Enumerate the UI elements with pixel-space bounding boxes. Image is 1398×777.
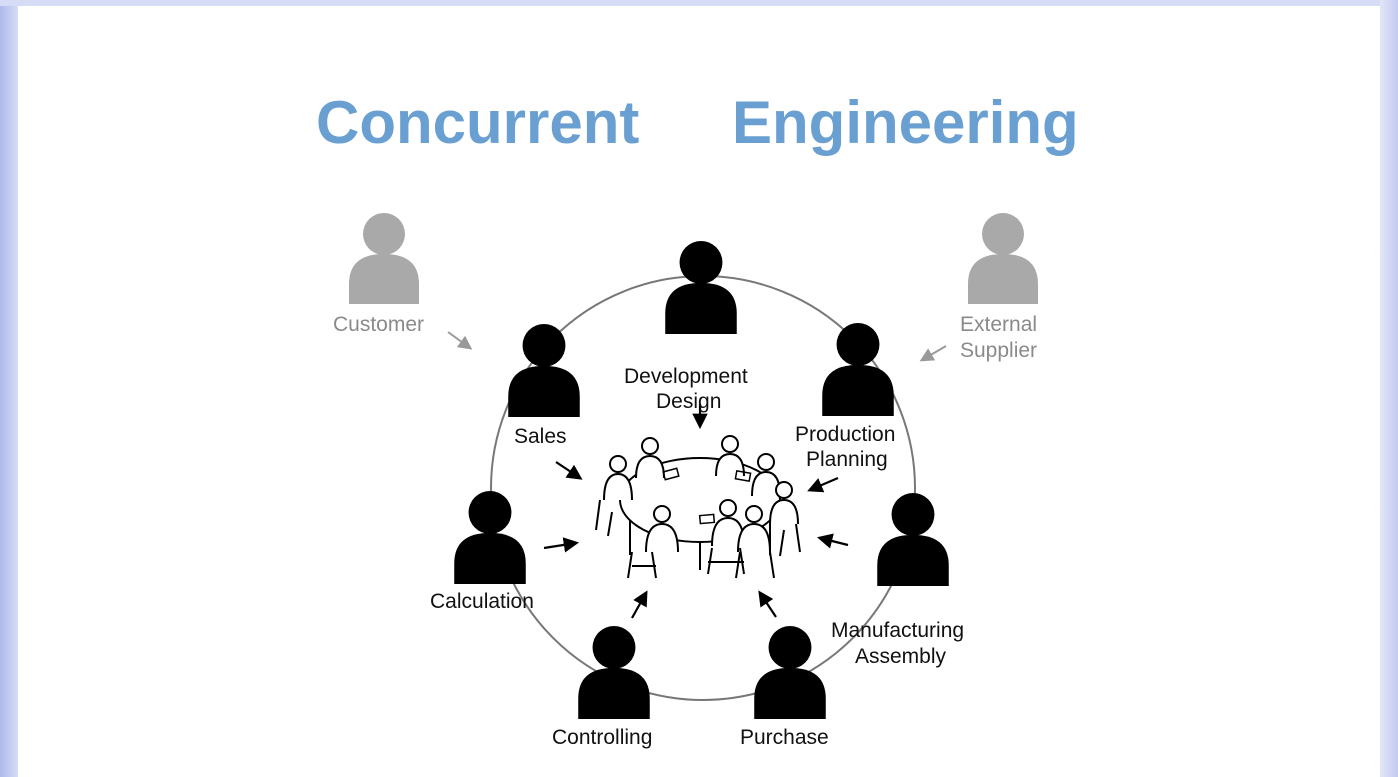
- meeting-table-illustration: [595, 435, 801, 579]
- planning-label: Planning: [806, 448, 888, 471]
- external-arrow-icon: [447, 331, 947, 362]
- purchase-person-icon: [754, 626, 826, 719]
- sales-person-icon: [508, 324, 580, 417]
- development-label: Development: [624, 365, 748, 388]
- calculation-label: Calculation: [430, 590, 534, 613]
- manufacturing-person-icon: [877, 493, 949, 586]
- production-person-icon: [822, 323, 894, 416]
- slide: [18, 6, 1380, 777]
- controlling-person-icon: [578, 626, 650, 719]
- sales-label: Sales: [514, 425, 567, 448]
- calculation-person-icon: [454, 491, 526, 584]
- slide-right-border: [1380, 0, 1398, 777]
- title-engineering: Engineering: [732, 89, 1079, 156]
- arrow-icon: [543, 404, 849, 619]
- production-label: Production: [795, 423, 896, 446]
- title-concurrent: Concurrent: [316, 89, 640, 156]
- manufacturing-label: Manufacturing: [831, 619, 965, 642]
- supplier-label: Supplier: [960, 339, 1038, 362]
- assembly-label: Assembly: [855, 645, 947, 668]
- supplier-person-icon: [968, 213, 1038, 304]
- customer-label: Customer: [333, 313, 425, 336]
- customer-person-icon: [349, 213, 419, 304]
- external-label: External: [960, 313, 1038, 336]
- slide-top-border: [0, 0, 1398, 6]
- controlling-label: Controlling: [552, 726, 653, 749]
- development-person-icon: [665, 241, 737, 334]
- design-label: Design: [656, 390, 722, 413]
- purchase-label: Purchase: [740, 726, 829, 749]
